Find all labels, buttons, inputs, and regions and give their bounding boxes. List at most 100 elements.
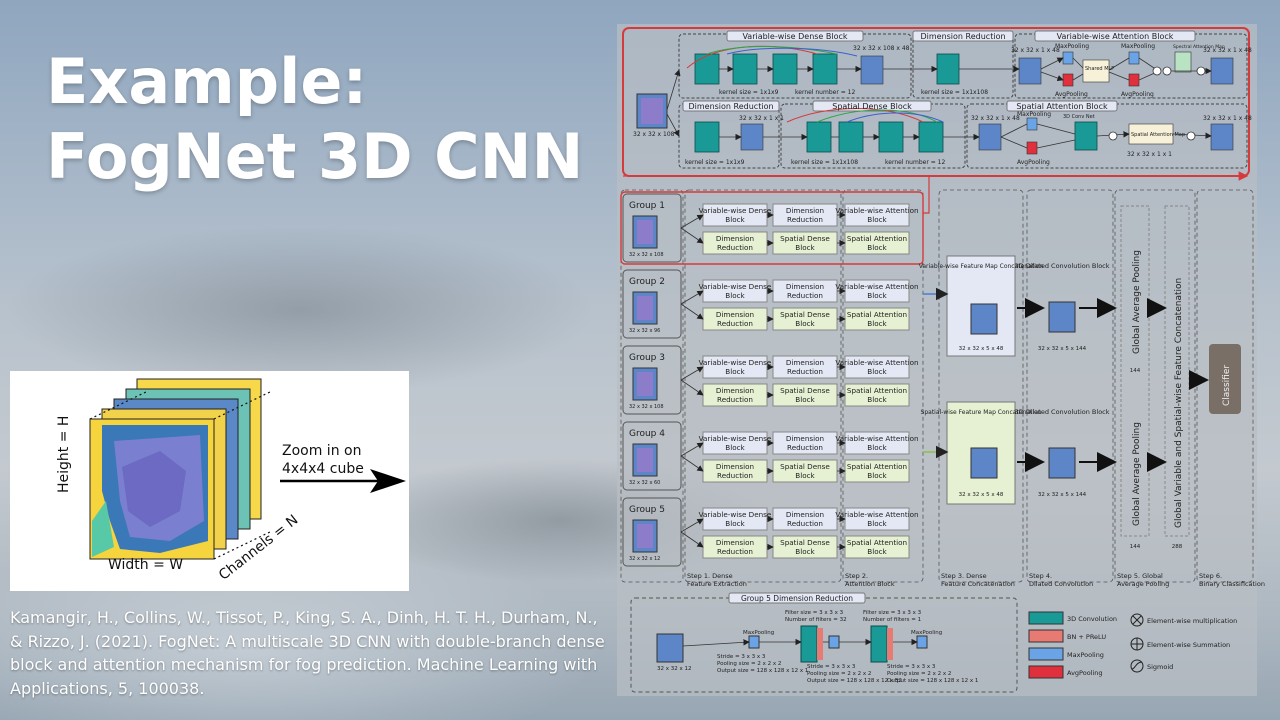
connector (680, 303, 704, 320)
gap-a-text: Global Average Pooling (1132, 250, 1142, 354)
tp-3d-conv-net: 3D Conv Net (1063, 114, 1095, 120)
dilated-a-text: 3D Dilated Convolution Block (1014, 262, 1109, 270)
tp-avgpool-b: AvgPooling (1121, 91, 1154, 98)
step-label-4: Step 4.Dilated Convolution (1029, 572, 1093, 588)
tp-size-1x48: 32 x 32 x 1 x 48 (1011, 47, 1060, 54)
g5-out-b: Output size = 128 x 128 x 12 x 32 (807, 678, 902, 684)
tp-kernelnum-b: kernel number = 12 (885, 159, 945, 166)
legend-sigmoid: Sigmoid (1147, 663, 1173, 671)
group-size: 32 x 32 x 108 (629, 404, 664, 410)
gap-num-a: 144 (1130, 368, 1141, 374)
connector (680, 366, 704, 381)
tp-size-out-top: 32 x 32 x 1 x 48 (1203, 47, 1252, 54)
g5-pool-c: Pooling size = 2 x 2 x 2 (887, 671, 951, 677)
group1-link-arrow (923, 176, 930, 214)
tp-dim-red-label-1: Dimension Reduction (920, 32, 1005, 41)
legend: 3D Convolution BN + PReLU MaxPooling Avg… (1028, 611, 1237, 679)
sp-concat-text: Spatial-wise Feature Map Concatenation (921, 409, 1042, 416)
tp-sp-att-label: Spatial Attention Block (1016, 102, 1108, 111)
connector (680, 518, 704, 533)
step-label-2: Step 2.Attention Block (845, 572, 895, 588)
step-label-6: Step 6.Binary Classification (1199, 572, 1265, 588)
tp-kernel-108-a: kernel size = 1x1x108 (921, 89, 988, 96)
tp-size-1x1: 32 x 32 x 1 x 1 (739, 115, 784, 122)
connector (680, 379, 704, 396)
title-line-1: Example: (46, 45, 368, 118)
g5-stride-c: Stride = 3 x 3 x 3 (887, 664, 936, 670)
group-label: Group 2 (629, 277, 665, 287)
tp-maxpool-b: MaxPooling (1121, 43, 1155, 50)
g5-out-a: Output size = 128 x 128 x 12 x 1 (717, 668, 808, 674)
group-size: 32 x 32 x 96 (629, 328, 660, 334)
group-cube-core (637, 372, 653, 396)
g5-maxpool-b: MaxPooling (911, 630, 942, 636)
depth-lines (89, 390, 273, 560)
citation-text: Kamangir, H., Collins, W., Tissot, P., K… (10, 608, 605, 698)
legend-bn-prelu: BN + PReLU (1067, 633, 1106, 641)
group-cube-core (637, 448, 653, 472)
flow-arrows (1017, 298, 1209, 472)
tp-kernelnum-a: kernel number = 12 (795, 89, 855, 96)
classifier-text: Classifier (1222, 365, 1232, 406)
legend-maxpool: MaxPooling (1067, 651, 1104, 659)
tp-maxpool-c: MaxPooling (1017, 111, 1051, 118)
legend-elem-sum: Element-wise Summation (1147, 641, 1230, 649)
group1-highlight (620, 191, 924, 265)
height-label: Height = H (56, 415, 72, 493)
tp-size-108x48: 32 x 32 x 108 x 48 (853, 45, 910, 52)
channel-layers (89, 378, 262, 560)
g5-filter-a: Filter size = 3 x 3 x 3 (785, 610, 844, 616)
g5-stride-a: Stride = 3 x 3 x 3 (717, 654, 766, 660)
tp-sp-dense-label: Spatial Dense Block (832, 102, 912, 111)
zoom-label-line-1: Zoom in on (282, 443, 362, 459)
title-line-2: FogNet 3D CNN (46, 120, 584, 193)
g5-maxpool-a: MaxPooling (743, 630, 774, 636)
data-cube-svg (89, 378, 406, 560)
global-num: 288 (1172, 544, 1183, 550)
g5-pool-b: Pooling size = 2 x 2 x 2 (807, 671, 871, 677)
gap-num-b: 144 (1130, 544, 1141, 550)
zoom-label-line-2: 4x4x4 cube (282, 461, 364, 477)
architecture-svg: Variable-wise Dense Block Dimension Redu… (620, 27, 1265, 693)
connector (680, 455, 704, 472)
group-size: 32 x 32 x 108 (629, 252, 664, 258)
vw-concat-text: Variable-wise Feature Map Concatenation (919, 263, 1044, 270)
connector (680, 214, 704, 229)
gap-b-text: Global Average Pooling (1132, 422, 1142, 526)
legend-avgpool: AvgPooling (1067, 669, 1103, 677)
tp-maxpool-a: MaxPooling (1055, 43, 1089, 50)
group-label: Group 5 (629, 505, 665, 515)
g5-filters-a: Number of filters = 32 (785, 617, 847, 623)
slide-title: Example: FogNet 3D CNN (46, 44, 583, 194)
g5-filter-b: Filter size = 3 x 3 x 3 (863, 610, 922, 616)
vw-concat-line: Variable-wise Feature Map Concatenation (919, 263, 1044, 270)
group-size: 32 x 32 x 60 (629, 480, 660, 486)
